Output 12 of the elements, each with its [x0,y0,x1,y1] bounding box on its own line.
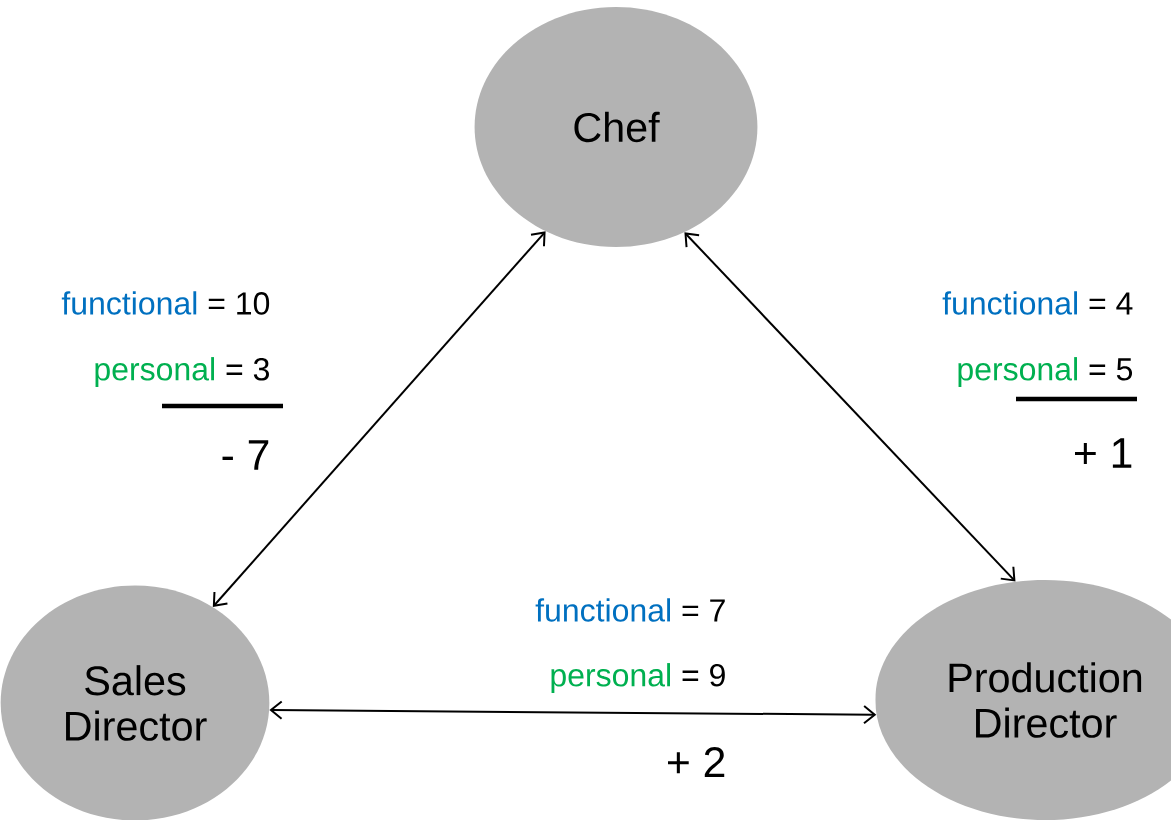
double-arrow [212,231,546,607]
result-value: + 1 [1075,438,1132,468]
result-value: + 2 [668,747,725,777]
score-line: personal = 5 [958,357,1133,387]
score-line: functional = 7 [535,598,725,622]
score-line: functional = 10 [61,291,270,315]
score-line: functional = 4 [942,291,1133,315]
score-line: personal = 9 [551,663,725,693]
double-arrow [269,700,877,725]
result-value: - 7 [222,440,269,470]
score-line: personal = 3 [95,357,269,387]
double-arrow [684,232,1016,582]
